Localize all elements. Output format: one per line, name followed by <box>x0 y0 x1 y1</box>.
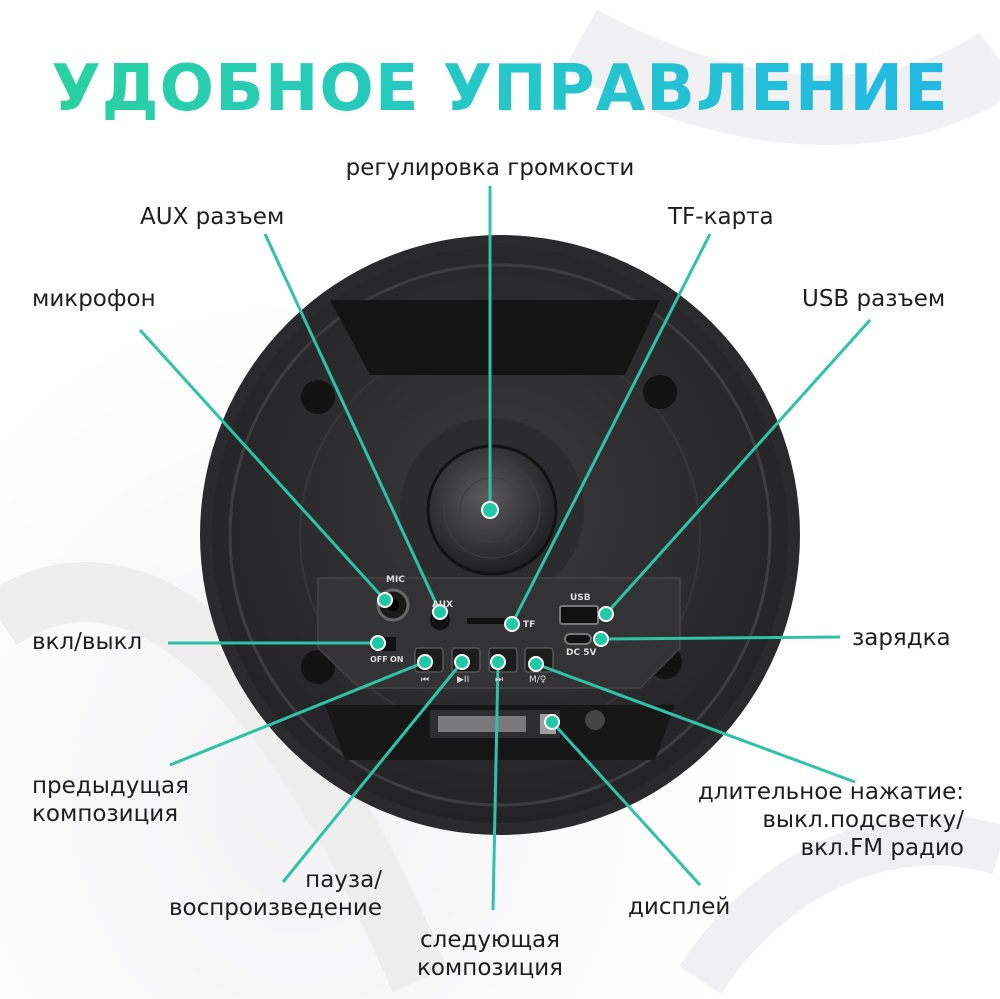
panel-play-symbol: ▶II <box>457 675 470 685</box>
panel-tf-label: TF <box>523 620 536 630</box>
label-volume: регулировка громкости <box>345 155 635 181</box>
label-tf: TF-карта <box>668 204 774 230</box>
label-mic: микрофон <box>32 286 156 312</box>
panel-aux-label: AUX <box>432 600 453 610</box>
dc-port <box>564 633 592 645</box>
page-title: УДОБНОЕ УПРАВЛЕНИЕ <box>0 52 1000 126</box>
screw-hole <box>643 375 677 409</box>
screw-hole <box>301 650 335 684</box>
label-power: вкл/выкл <box>32 629 143 655</box>
label-display: дисплей <box>628 894 731 920</box>
usb-port <box>559 605 599 625</box>
label-prev-line1: предыдущая <box>32 773 189 799</box>
panel-usb-label: USB <box>570 593 591 603</box>
panel-next-symbol: ⏭ <box>495 675 504 685</box>
panel-off-label: OFF <box>370 655 388 664</box>
callout-lines <box>138 186 872 911</box>
label-long-line2: выкл.подсветку/ <box>762 807 964 833</box>
panel-mode-symbol: M/♀ <box>529 675 547 685</box>
label-next-line2: композиция <box>416 955 564 981</box>
label-long-line1: длительное нажатие: <box>697 779 964 805</box>
label-next-line1: следующая <box>420 927 560 953</box>
label-aux: AUX разъем <box>140 204 285 230</box>
label-prev-line2: композиция <box>32 801 179 827</box>
tf-slot <box>467 618 509 624</box>
panel-on-label: ON <box>390 655 404 664</box>
panel-mic-label: MIC <box>386 575 405 585</box>
callout-dots <box>370 501 614 730</box>
panel-prev-symbol: ⏮ <box>421 675 430 685</box>
label-usb: USB разъем <box>802 286 946 312</box>
panel-dc-label: DC 5V <box>566 648 597 658</box>
top-handle <box>330 300 660 375</box>
label-pause-line2: воспроизведение <box>168 895 382 921</box>
label-long-line3: вкл.FM радио <box>800 835 964 861</box>
screw-hole <box>301 380 335 414</box>
label-pause-line1: пауза/ <box>305 867 382 893</box>
label-charge: зарядка <box>852 625 951 651</box>
